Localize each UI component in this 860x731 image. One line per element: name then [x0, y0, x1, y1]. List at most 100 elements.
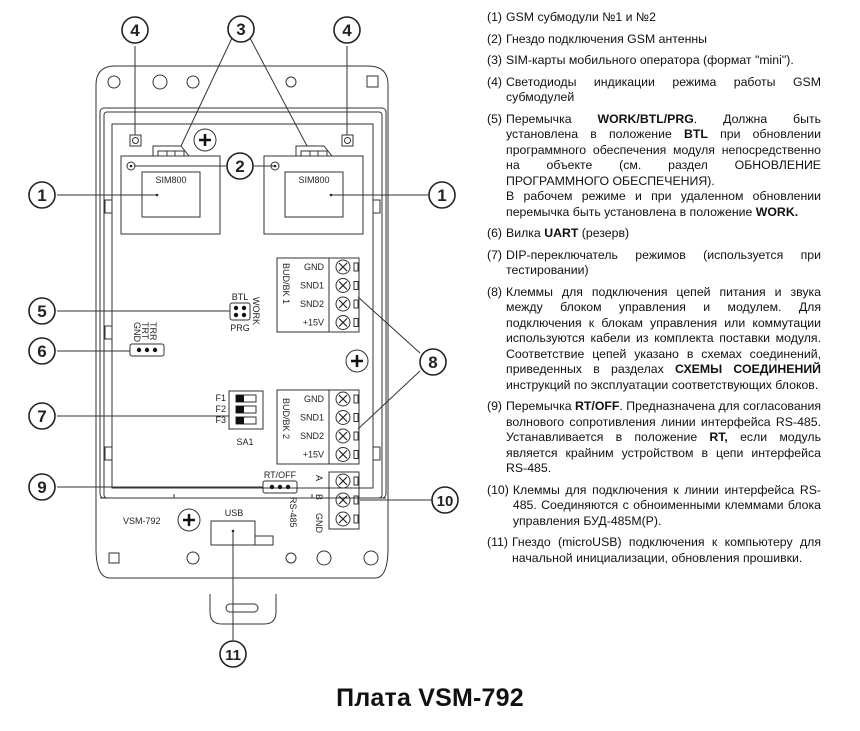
legend-item-3: (3)SIM-карты мобильного оператора (форма…: [487, 53, 821, 69]
svg-text:5: 5: [37, 302, 46, 321]
svg-text:10: 10: [437, 493, 454, 510]
model-label: VSM-792: [123, 516, 161, 526]
terminal-block-rs485: AB GND: [314, 471, 360, 534]
mounting-tab: [209, 594, 277, 625]
led-lens: [132, 137, 139, 144]
legend-number: (10): [487, 482, 509, 497]
terminal-pin: SND2: [300, 428, 359, 444]
side-latch: [104, 325, 113, 340]
legend-text: Гнездо (microUSB) подключения к компьюте…: [511, 535, 821, 565]
svg-text:6: 6: [37, 342, 46, 361]
legend-number: (7): [487, 247, 503, 262]
svg-text:11: 11: [225, 647, 241, 664]
legend-number: (4): [487, 74, 503, 89]
screw-icon: [193, 128, 217, 152]
rt-off-jumper: RT/OFF: [262, 470, 298, 494]
svg-text:4: 4: [342, 21, 352, 40]
tab-slot: [225, 603, 259, 613]
legend-emphasis: СХЕМЫ СОЕДИНЕНИЙ: [675, 362, 821, 376]
callout-3: 3: [227, 15, 255, 43]
mount-hole: [285, 76, 297, 88]
jumper-work-btl-prg: BTL PRG WORK: [229, 292, 261, 333]
terminal-pin-label: GND: [304, 394, 325, 404]
dip-name: SA1: [236, 437, 253, 447]
legend-item-5: (5)Перемычка WORK/BTL/PRG. Должна быть у…: [487, 112, 821, 221]
svg-text:1: 1: [437, 186, 446, 205]
mount-square: [366, 75, 379, 88]
legend-text: Перемычка RT/OFF. Предназначена для согл…: [506, 399, 821, 475]
screw-icon: [177, 508, 201, 532]
legend-emphasis: UART: [544, 226, 579, 240]
legend-item-11: (11)Гнездо (microUSB) подключения к комп…: [487, 535, 821, 566]
uart-pin-gnd: GND: [132, 322, 142, 343]
terminal-pin: B: [314, 492, 359, 508]
terminal-pin: A: [314, 473, 359, 489]
legend-emphasis: WORK/BTL/PRG: [597, 111, 694, 126]
side-latch: [372, 446, 381, 461]
terminal-pin-label: SND1: [300, 413, 324, 423]
callout-11: 11: [219, 640, 247, 668]
legend-text: Клеммы для подключения к линии интерфейс…: [512, 482, 821, 528]
legend-text: Вилка UART (резерв): [506, 226, 630, 240]
mount-hole: [107, 75, 121, 89]
uart-pin-trt: TRT: [140, 322, 150, 340]
side-latch: [372, 199, 381, 214]
terminal-pin-label: GND: [304, 262, 325, 272]
page-title: Плата VSM-792: [336, 684, 524, 712]
legend-item-1: (1)GSM субмодули №1 и №2: [487, 10, 821, 26]
screw-icon: [345, 349, 369, 373]
legend-text: Гнездо подключения GSM антенны: [506, 31, 707, 46]
terminal-pin: SND1: [300, 278, 359, 293]
sim-holder-2: [295, 145, 334, 157]
enclosure-inner-frame-2: [103, 111, 383, 499]
legend-number: (11): [487, 535, 508, 549]
svg-text:4: 4: [130, 21, 140, 40]
module-label: SIM800: [155, 175, 186, 185]
legend-number: (9): [487, 399, 503, 413]
rs485-label: RS-485: [288, 497, 298, 528]
terminal-pin: SND2: [300, 296, 359, 312]
svg-text:3: 3: [236, 20, 245, 39]
side-latch: [104, 199, 113, 214]
callout-7: 7: [28, 402, 56, 430]
terminal-pin: +15V: [303, 315, 359, 330]
enclosure-bottom-lip: [100, 494, 386, 499]
legend-text: Светодиоды индикации режима работы GSM с…: [506, 74, 821, 105]
dip-switch-f1: F1: [215, 393, 257, 403]
terminal-pin-label: +15V: [303, 450, 324, 460]
legend-emphasis: RT,: [709, 430, 728, 444]
terminal-pin-label: GND: [314, 513, 324, 534]
legend-item-8: (8)Клеммы для подключения цепей питания …: [487, 285, 821, 394]
mount-hole: [152, 74, 168, 90]
legend-text: SIM-карты мобильного оператора (формат "…: [506, 53, 794, 67]
legend-text: DIP-переключатель режимов (используется …: [506, 247, 821, 278]
terminal-name: BUD/BK 1: [281, 263, 291, 304]
enclosure-outline: [95, 65, 389, 579]
callout-4-left: 4: [121, 16, 149, 44]
terminal-name: BUD/BK 2: [281, 398, 291, 439]
terminal-pin-label: SND2: [300, 299, 324, 309]
callout-8: 8: [419, 348, 447, 376]
svg-text:2: 2: [235, 157, 244, 176]
legend-number: (5): [487, 111, 503, 126]
terminal-pin: GND: [304, 391, 359, 407]
legend-item-4: (4)Светодиоды индикации режима работы GS…: [487, 75, 821, 106]
legend-emphasis: RT/OFF: [575, 399, 620, 413]
legend-number: (6): [487, 226, 503, 240]
terminal-pin: GND: [314, 511, 359, 534]
terminal-pin-label: +15V: [303, 318, 324, 328]
dip-switch-f3: F3: [215, 415, 257, 425]
mount-square: [108, 552, 120, 564]
legend-emphasis: BTL: [684, 127, 708, 141]
dip-switch-label: F2: [215, 404, 226, 414]
callout-1-left: 1: [28, 181, 56, 209]
svg-text:7: 7: [37, 407, 46, 426]
mount-hole: [186, 551, 200, 565]
rtoff-label: RT/OFF: [264, 470, 297, 480]
legend-text: Перемычка WORK/BTL/PRG. Должна быть уста…: [506, 111, 821, 219]
legend-item-9: (9)Перемычка RT/OFF. Предназначена для с…: [487, 399, 821, 477]
uart-pin-trr: TRR: [148, 322, 158, 341]
